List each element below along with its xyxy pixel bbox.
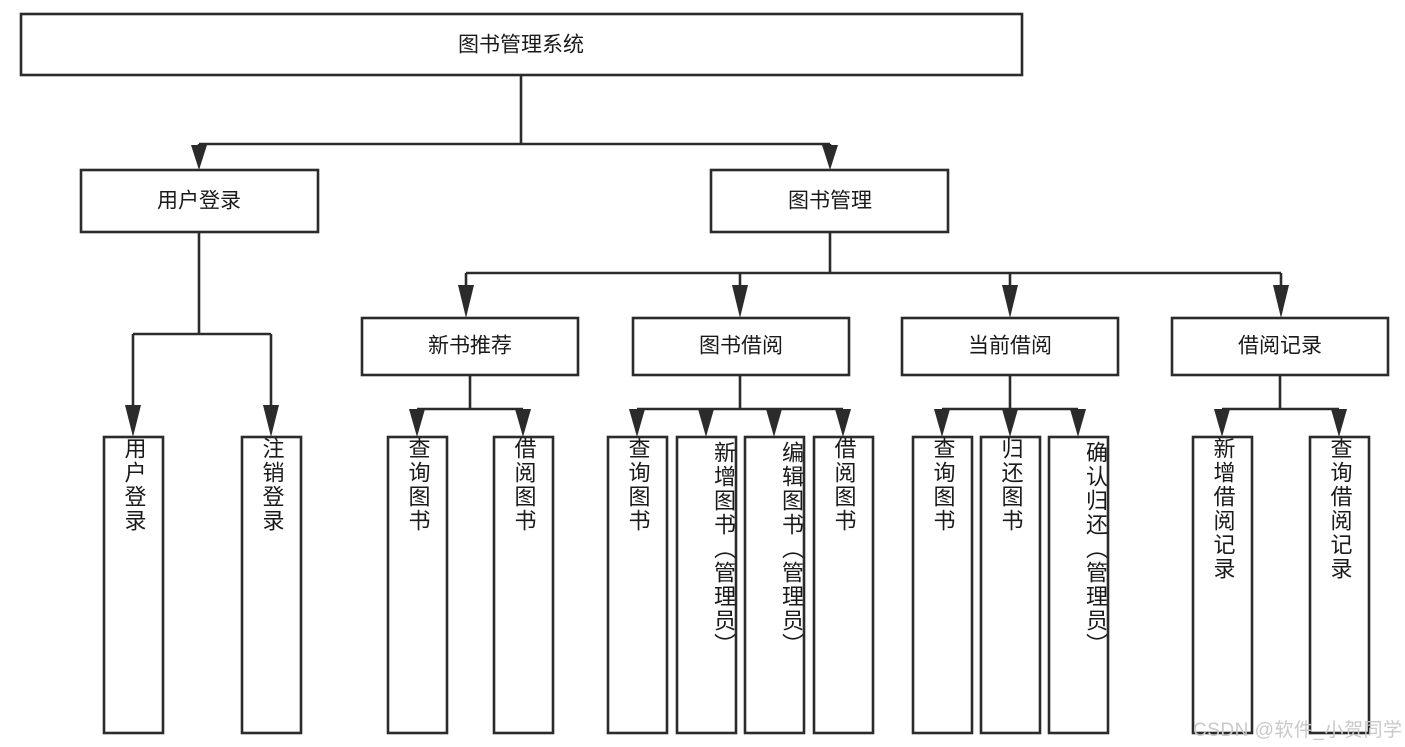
arrow-leaf-logout <box>263 405 279 437</box>
node-new-book-recommend-label: 新书推荐 <box>428 335 512 358</box>
leaf-box-add-book[interactable] <box>675 435 738 735</box>
connector-group-user-login <box>125 232 279 437</box>
node-root-label: 图书管理系统 <box>458 34 584 57</box>
arrow-leaf-query-book-1 <box>409 409 425 437</box>
connector-group-borrow-record <box>1214 375 1347 437</box>
arrow-to-book-borrow <box>732 285 748 318</box>
leaf-box-borrow-book-1[interactable] <box>492 435 555 735</box>
connector-group-book-borrow <box>629 375 851 437</box>
arrow-leaf-confirm-return <box>1070 409 1086 437</box>
arrow-to-new-book <box>458 285 474 318</box>
node-new-book-recommend[interactable]: 新书推荐 <box>360 316 580 377</box>
arrow-leaf-add-record <box>1214 409 1230 437</box>
node-current-borrow-box[interactable] <box>900 316 1120 377</box>
node-root-box[interactable] <box>19 12 1024 77</box>
leaf-box-add-record[interactable] <box>1191 435 1254 735</box>
node-book-manage-box[interactable] <box>709 168 950 234</box>
arrow-leaf-edit-book <box>766 409 782 437</box>
leaf-box-query-record[interactable] <box>1308 435 1371 735</box>
arrow-leaf-borrow-book-2 <box>835 409 851 437</box>
node-new-book-recommend-box[interactable] <box>360 316 580 377</box>
leaf-box-return-book[interactable] <box>979 435 1042 735</box>
leaf-box-borrow-book-2[interactable] <box>812 435 875 735</box>
arrow-leaf-query-book-3 <box>934 409 950 437</box>
arrow-leaf-query-book-2 <box>629 409 645 437</box>
node-borrow-record-box[interactable] <box>1170 316 1390 377</box>
connector-group-root <box>191 75 838 170</box>
arrow-leaf-return-book <box>1002 409 1018 437</box>
connector-group-book-manage <box>458 232 1289 318</box>
node-book-borrow[interactable]: 图书借阅 <box>631 316 851 377</box>
leaf-box-confirm-return[interactable] <box>1047 435 1110 735</box>
node-user-login[interactable]: 用户登录 <box>79 168 320 234</box>
leaf-box-query-book-2[interactable] <box>606 435 669 735</box>
leaf-box-edit-book[interactable] <box>743 435 806 735</box>
node-book-manage-label: 图书管理 <box>788 190 872 213</box>
node-book-borrow-label: 图书借阅 <box>699 335 783 358</box>
leaf-box-user-login[interactable] <box>102 435 165 735</box>
arrow-leaf-user-login <box>125 405 141 437</box>
node-user-login-label: 用户登录 <box>157 190 241 213</box>
node-current-borrow-label: 当前借阅 <box>968 335 1052 358</box>
node-root[interactable]: 图书管理系统 <box>19 12 1024 77</box>
arrow-leaf-borrow-book-1 <box>515 409 531 437</box>
arrow-to-book-manage <box>822 145 838 170</box>
node-book-manage[interactable]: 图书管理 <box>709 168 950 234</box>
node-book-borrow-box[interactable] <box>631 316 851 377</box>
arrow-to-user-login <box>191 145 207 170</box>
leaf-box-query-book-1[interactable] <box>386 435 449 735</box>
arrow-leaf-add-book <box>698 409 714 437</box>
csdn-watermark: CSDN @软件_小贺同学 <box>1193 720 1403 741</box>
node-borrow-record[interactable]: 借阅记录 <box>1170 316 1390 377</box>
leaf-box-logout[interactable] <box>240 435 303 735</box>
node-borrow-record-label: 借阅记录 <box>1238 335 1322 358</box>
arrow-to-current-borrow <box>1002 285 1018 318</box>
connector-group-current-borrow <box>934 375 1086 437</box>
leaf-box-query-book-3[interactable] <box>911 435 974 735</box>
connector-group-new-book <box>409 375 531 437</box>
node-user-login-box[interactable] <box>79 168 320 234</box>
arrow-to-borrow-record <box>1273 285 1289 318</box>
node-current-borrow[interactable]: 当前借阅 <box>900 316 1120 377</box>
arrow-leaf-query-record <box>1331 409 1347 437</box>
